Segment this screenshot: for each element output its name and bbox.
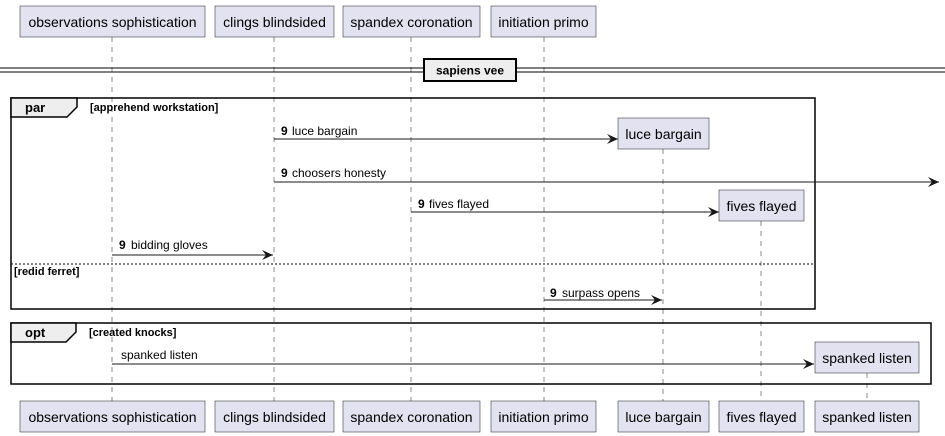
message-label: surpass opens (562, 286, 640, 300)
participant-label: spandex coronation (350, 14, 472, 30)
message-label: spanked listen (121, 348, 198, 362)
message-number: 9 (550, 286, 557, 300)
participant-label: clings blindsided (223, 409, 326, 425)
participant-label: luce bargain (625, 409, 701, 425)
participant-spanked-listen-created[interactable]: spanked listen (814, 341, 920, 374)
participant-label: fives flayed (726, 198, 796, 214)
participant-label: clings blindsided (223, 14, 326, 30)
par-else-guard: [redid ferret] (14, 266, 80, 278)
participant-label: spanked listen (822, 409, 912, 425)
participant-label: spandex coronation (350, 409, 472, 425)
message-surpass-opens[interactable]: 9 surpass opens (544, 286, 662, 305)
participant-label: fives flayed (726, 409, 796, 425)
participant-label: initiation primo (498, 14, 588, 30)
message-choosers-honesty[interactable]: 9 choosers honesty (274, 166, 939, 187)
participant-fives-flayed-created[interactable]: fives flayed (718, 189, 805, 222)
participant-initiation-primo-bottom[interactable]: initiation primo (490, 400, 597, 433)
message-number: 9 (418, 197, 425, 211)
opt-frame-border (10, 322, 932, 385)
message-bidding-gloves[interactable]: 9 bidding gloves (112, 238, 273, 260)
divider: sapiens vee (0, 58, 945, 82)
message-label: fives flayed (429, 197, 489, 211)
participant-fives-flayed-bottom[interactable]: fives flayed (718, 400, 805, 433)
opt-keyword: opt (25, 325, 46, 340)
participant-observations-sophistication-top[interactable]: observations sophistication (19, 5, 206, 38)
participant-clings-blindsided-top[interactable]: clings blindsided (214, 5, 335, 38)
divider-box (423, 58, 517, 82)
participant-spandex-coronation-top[interactable]: spandex coronation (342, 5, 481, 38)
par-frame: par [apprehend workstation] [redid ferre… (10, 97, 816, 310)
par-frame-tab (10, 97, 78, 118)
message-label: bidding gloves (131, 238, 208, 252)
opt-frame-tab (10, 322, 77, 343)
par-frame-border (10, 97, 816, 310)
participant-spandex-coronation-bottom[interactable]: spandex coronation (342, 400, 481, 433)
participant-clings-blindsided-bottom[interactable]: clings blindsided (214, 400, 335, 433)
divider-label: sapiens vee (436, 64, 504, 78)
participant-label: observations sophistication (28, 14, 196, 30)
message-luce-bargain[interactable]: 9 luce bargain (274, 124, 618, 144)
par-keyword: par (25, 100, 45, 115)
message-label: luce bargain (292, 124, 357, 138)
message-number: 9 (281, 124, 288, 138)
participant-label: spanked listen (822, 350, 912, 366)
message-number: 9 (281, 166, 288, 180)
par-guard: [apprehend workstation] (90, 102, 219, 114)
participant-label: observations sophistication (28, 409, 196, 425)
opt-frame: opt [created knocks] (10, 322, 932, 385)
participant-label: initiation primo (498, 409, 588, 425)
message-spanked-listen[interactable]: spanked listen (112, 348, 814, 369)
participant-luce-bargain-bottom[interactable]: luce bargain (617, 400, 710, 433)
participant-initiation-primo-top[interactable]: initiation primo (490, 5, 597, 38)
participant-observations-sophistication-bottom[interactable]: observations sophistication (19, 400, 206, 433)
participant-spanked-listen-bottom[interactable]: spanked listen (814, 400, 920, 433)
message-fives-flayed[interactable]: 9 fives flayed (411, 197, 719, 217)
message-label: choosers honesty (292, 166, 386, 180)
opt-guard: [created knocks] (89, 327, 177, 339)
participant-label: luce bargain (625, 126, 701, 142)
participant-luce-bargain-created[interactable]: luce bargain (617, 117, 710, 150)
message-number: 9 (119, 238, 126, 252)
